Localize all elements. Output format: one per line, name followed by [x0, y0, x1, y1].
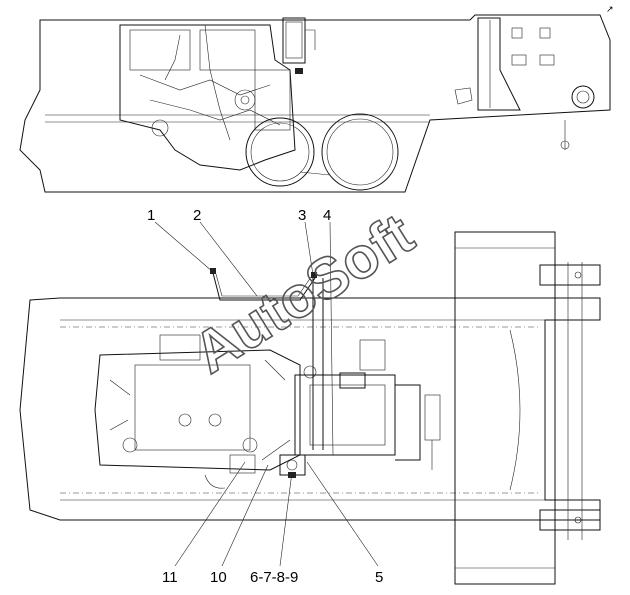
top-view-wheel-arches [245, 113, 399, 191]
callouts: 1 2 3 4 5 6-7-8-9 10 11 [147, 207, 383, 586]
top-view-engine [119, 17, 316, 171]
corner-mark: ↗ [606, 4, 614, 14]
callout-4: 4 [323, 207, 331, 224]
callout-6-7-8-9: 6-7-8-9 [250, 569, 298, 586]
callout-10: 10 [210, 569, 227, 586]
callout-5: 5 [375, 569, 383, 586]
bottom-view-pipe [210, 268, 324, 450]
callout-2: 2 [193, 207, 201, 224]
callout-11: 11 [162, 569, 178, 586]
callout-1: 1 [147, 207, 155, 224]
callout-3: 3 [298, 207, 306, 224]
bottom-view-components-6-9 [279, 454, 306, 478]
top-view-frame [19, 14, 611, 193]
bottom-view-transmission [294, 339, 441, 470]
bottom-view-frame [19, 231, 601, 585]
leader-lines [154, 221, 379, 567]
bottom-view-engine [94, 334, 301, 489]
